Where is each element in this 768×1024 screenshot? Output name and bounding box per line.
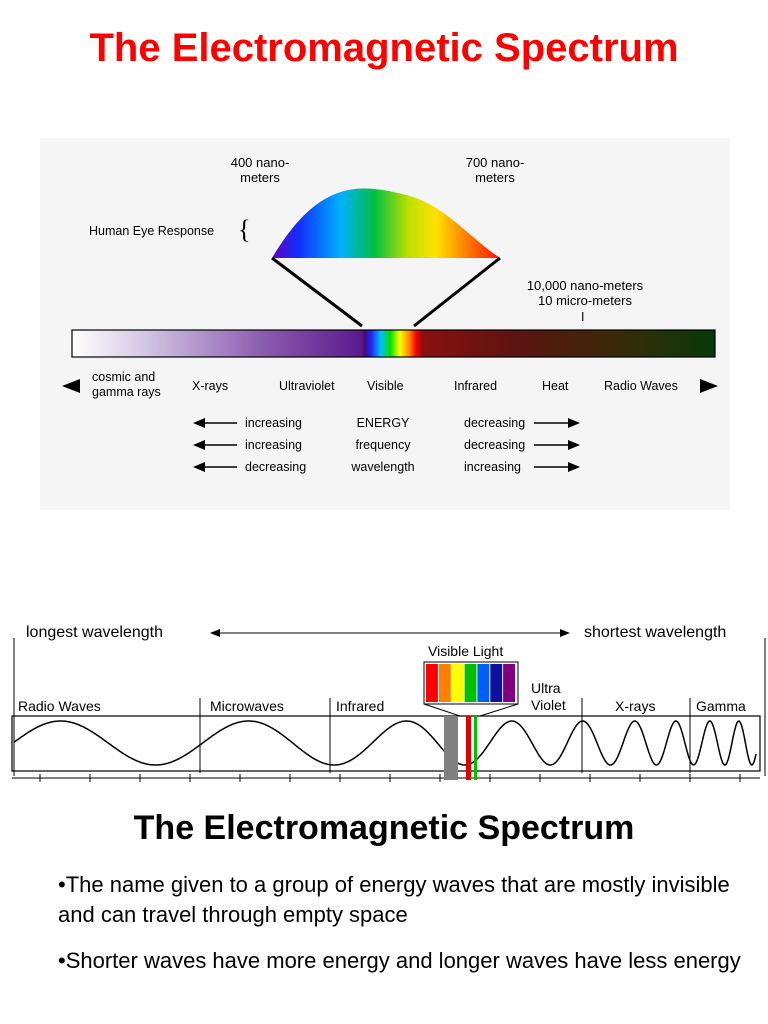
row-energy-right: decreasing — [464, 416, 526, 430]
wavelength-diagram: longest wavelength shortest wavelength V… — [0, 618, 768, 788]
region-visible: Visible — [367, 379, 404, 393]
region-radio-waves: Radio Waves — [604, 379, 678, 393]
brace-icon: { — [238, 215, 251, 244]
trend-arrows — [193, 418, 580, 472]
tick-mark: I — [581, 310, 585, 324]
visible-red-marker — [466, 716, 471, 780]
wavelength-diagram-graphic — [11, 629, 766, 782]
region-heat: Heat — [542, 379, 569, 393]
row-frequency-left: increasing — [245, 438, 302, 452]
visible-swatches — [426, 664, 515, 702]
arrow-right-icon — [700, 379, 718, 393]
visible-gray-band — [444, 716, 458, 780]
band-microwaves: Microwaves — [210, 698, 284, 714]
label-700-nm: 700 nano- meters — [465, 155, 525, 185]
section-title: The Electromagnetic Spectrum — [133, 809, 635, 847]
eye-response-curve — [272, 188, 500, 258]
label-10000-nm: 10,000 nano-meters 10 micro-meters — [526, 278, 644, 308]
band-dividers — [199, 698, 691, 773]
color-swatch — [464, 664, 477, 702]
shortest-wavelength-label: shortest wavelength — [584, 624, 727, 641]
row-energy-center: ENERGY — [356, 416, 410, 430]
bullet-item: •Shorter waves have more energy and long… — [58, 948, 741, 973]
human-eye-label: Human Eye Response — [89, 224, 215, 238]
row-frequency-center: frequency — [355, 438, 411, 452]
row-frequency-right: decreasing — [464, 438, 526, 452]
color-swatch — [438, 664, 451, 702]
color-swatch — [477, 664, 490, 702]
region-xrays: X-rays — [192, 379, 229, 393]
row-wavelength-center: wavelength — [351, 460, 415, 474]
color-swatch — [426, 664, 438, 702]
double-arrow-icon — [210, 629, 570, 637]
visible-green-marker — [474, 716, 477, 780]
region-infrared: Infrared — [454, 379, 498, 393]
band-radio-waves: Radio Waves — [18, 698, 101, 714]
region-ultraviolet: Ultraviolet — [279, 379, 335, 393]
band-gamma: Gamma — [696, 698, 746, 714]
color-swatch — [490, 664, 503, 702]
band-infrared: Infrared — [336, 698, 385, 714]
spectrum-diagram-graphic — [62, 188, 718, 472]
longest-wavelength-label: longest wavelength — [26, 624, 163, 641]
row-wavelength-left: decreasing — [245, 460, 307, 474]
bullet-item: •The name given to a group of energy wav… — [58, 872, 730, 927]
band-xrays: X-rays — [615, 698, 656, 714]
wave-line — [13, 720, 757, 766]
spectrum-diagram: 400 nano- meters 700 nano- meters Human … — [40, 138, 730, 510]
row-energy-left: increasing — [245, 416, 302, 430]
page-title-text: The Electromagnetic Spectrum — [89, 26, 679, 70]
arrow-left-icon — [62, 379, 80, 393]
row-wavelength-right: increasing — [464, 460, 521, 474]
band-ultraviolet: Ultra Violet — [531, 680, 566, 713]
scale-ticks — [12, 774, 760, 782]
color-swatch — [503, 664, 515, 702]
connector-left — [271, 256, 363, 328]
color-swatch — [451, 664, 464, 702]
visible-light-label: Visible Light — [428, 643, 504, 659]
wave-frame — [11, 715, 761, 772]
connector-right — [413, 256, 501, 328]
label-400-nm: 400 nano- meters — [230, 155, 290, 185]
region-cosmic-gamma: cosmic and gamma rays — [92, 370, 161, 399]
spectrum-bar — [71, 329, 716, 358]
page-title: The Electromagnetic Spectrum — [0, 22, 768, 74]
